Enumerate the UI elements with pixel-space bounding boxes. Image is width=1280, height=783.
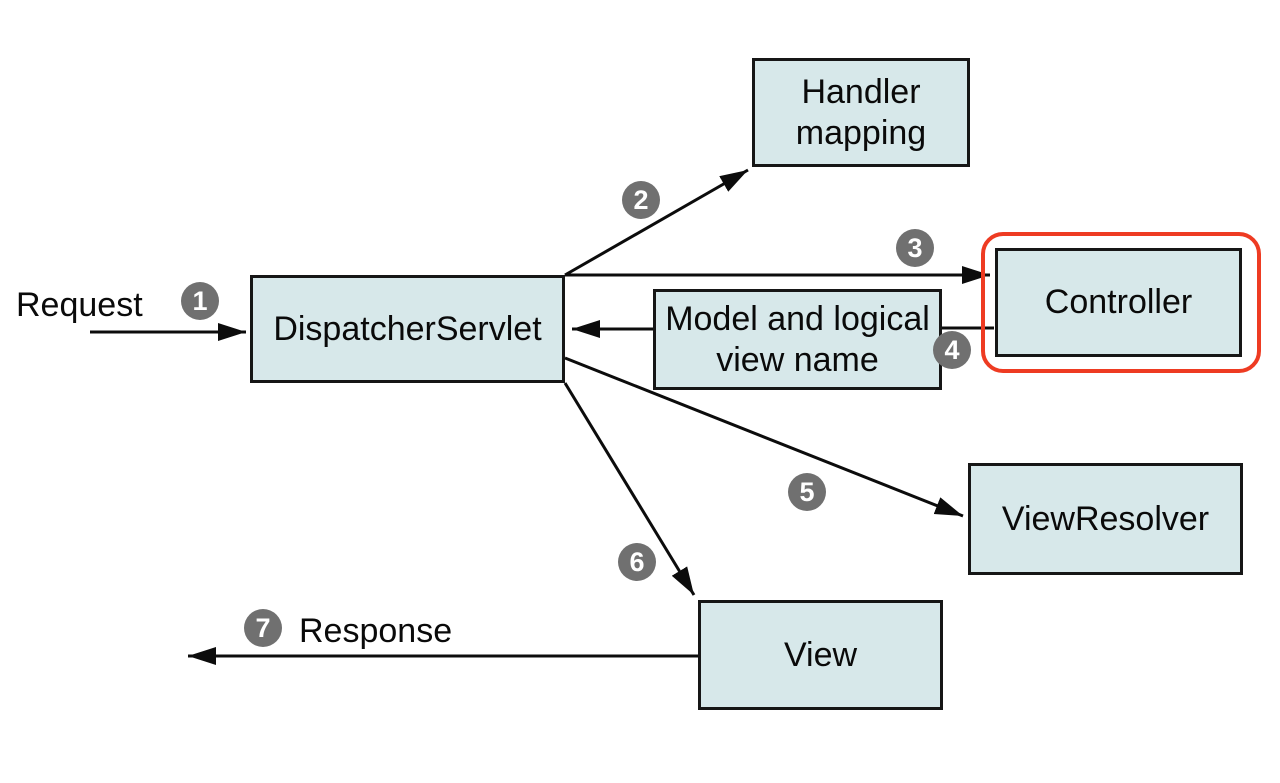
view-resolver-label: ViewResolver [1001, 499, 1210, 538]
step-badge-4: 4 [933, 331, 971, 369]
step-badge-1: 1 [181, 282, 219, 320]
node-view: View [698, 600, 943, 710]
model-and-logical-view-name-label: Model and logical view name [665, 300, 930, 379]
handler-mapping-label: Handler mapping [795, 73, 927, 152]
controller-label: Controller [1044, 283, 1193, 322]
arrow-2-dispatcher-to-handler-mapping [564, 168, 749, 277]
node-dispatcher-servlet: DispatcherServlet [250, 275, 565, 383]
view-label: View [783, 635, 858, 674]
node-controller: Controller [995, 248, 1242, 357]
arrow-5-dispatcher-to-viewresolver [564, 356, 964, 518]
step-badge-7: 7 [244, 609, 282, 647]
request-label: Request [16, 286, 143, 324]
response-label: Response [299, 612, 453, 650]
node-model-and-logical-view-name: Model and logical view name [653, 289, 942, 390]
step-badge-6: 6 [618, 543, 656, 581]
node-handler-mapping: Handler mapping [752, 58, 970, 167]
dispatcher-servlet-label: DispatcherServlet [273, 309, 542, 348]
step-badge-5: 5 [788, 473, 826, 511]
controller-highlight-ring [981, 232, 1261, 373]
arrow-6-dispatcher-to-view [563, 382, 696, 596]
step-badge-3: 3 [896, 229, 934, 267]
node-view-resolver: ViewResolver [968, 463, 1243, 575]
step-badge-2: 2 [622, 181, 660, 219]
